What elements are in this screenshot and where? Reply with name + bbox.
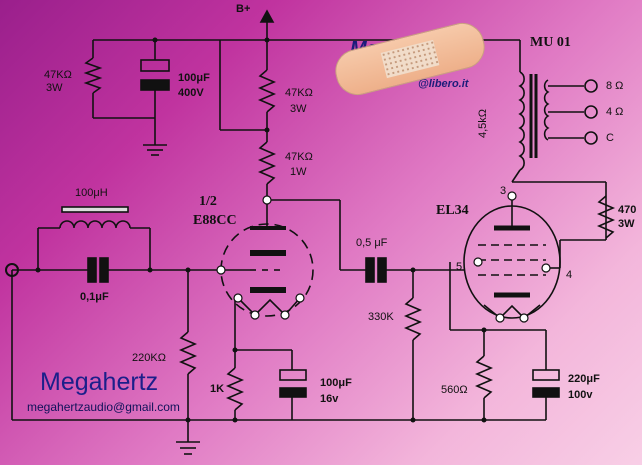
contact-email: megahertzaudio@gmail.com — [27, 400, 180, 414]
r-cathode2-label: 560Ω — [441, 384, 468, 396]
brand-name: Megahertz — [40, 368, 159, 396]
tube1-type: E88CC — [193, 213, 237, 228]
inductor-100uh — [59, 220, 131, 229]
tube2-pin-screen: 4 — [566, 269, 573, 281]
tube2-type: EL34 — [436, 203, 469, 218]
resistor-grid-220k — [178, 331, 198, 375]
resistor-grid2-330k — [403, 297, 423, 341]
capacitor-cathode2-220uf — [532, 369, 560, 381]
inductor-label: 100μH — [75, 187, 108, 199]
r-anode-b-value: 47KΩ — [285, 151, 313, 163]
c-input-label: 0,1μF — [80, 291, 109, 303]
r-anode-a-power: 3W — [290, 103, 307, 115]
output-terminal-8-ohm — [584, 79, 598, 93]
c-decoupling-value: 100μF — [178, 72, 210, 84]
r-anode-b-power: 1W — [290, 166, 307, 178]
resistor-decoupling-3w — [83, 57, 103, 94]
tap-4-ohm-label: 4 Ω — [606, 106, 624, 118]
capacitor-cathode-100uf — [279, 369, 307, 381]
resistor-anode-3w — [257, 69, 277, 113]
resistor-g2-470 — [596, 195, 616, 239]
r-grid2-label: 330K — [368, 311, 394, 323]
transformer-name: MU 01 — [530, 35, 571, 50]
capacitor-coupling-0-5uf — [365, 257, 375, 283]
r-g2-value: 470 — [618, 204, 637, 216]
tube2-pin-grid: 5 — [456, 261, 463, 273]
tube2-pin-anode: 3 — [500, 185, 507, 197]
r-grid-label: 220KΩ — [132, 352, 166, 364]
resistor-cathode2-560 — [474, 355, 494, 399]
transformer-secondary — [543, 79, 550, 141]
bplus-label: B+ — [236, 3, 251, 15]
transformer-primary — [518, 71, 525, 171]
output-terminal-4-ohm — [584, 105, 598, 119]
r-cathode1-label: 1K — [210, 383, 225, 395]
output-terminal-common — [584, 131, 598, 145]
r-decoupling-value: 47KΩ — [44, 69, 72, 81]
resistor-anode-1w — [257, 141, 277, 185]
r-g2-power: 3W — [618, 218, 635, 230]
c-cathode1-value: 100μF — [320, 377, 352, 389]
tube1-fraction: 1/2 — [199, 194, 217, 209]
watermark-suffix: @libero.it — [418, 78, 469, 90]
c-cathode2-voltage: 100v — [568, 389, 593, 401]
r-decoupling-power: 3W — [46, 82, 63, 94]
tap-common-label: C — [606, 132, 614, 144]
c-cathode1-voltage: 16v — [320, 393, 339, 405]
capacitor-decoupling-400v — [140, 59, 170, 72]
tap-8-ohm-label: 8 Ω — [606, 80, 624, 92]
c-coupling-label: 0,5 μF — [356, 237, 388, 249]
capacitor-input-0-1uf — [87, 257, 97, 283]
c-decoupling-voltage: 400V — [178, 87, 204, 99]
transformer-impedance: 4,5kΩ — [477, 108, 489, 138]
c-cathode2-value: 220μF — [568, 373, 600, 385]
bplus-arrow — [259, 9, 275, 23]
resistor-cathode-1k — [225, 367, 245, 411]
r-anode-a-value: 47KΩ — [285, 87, 313, 99]
